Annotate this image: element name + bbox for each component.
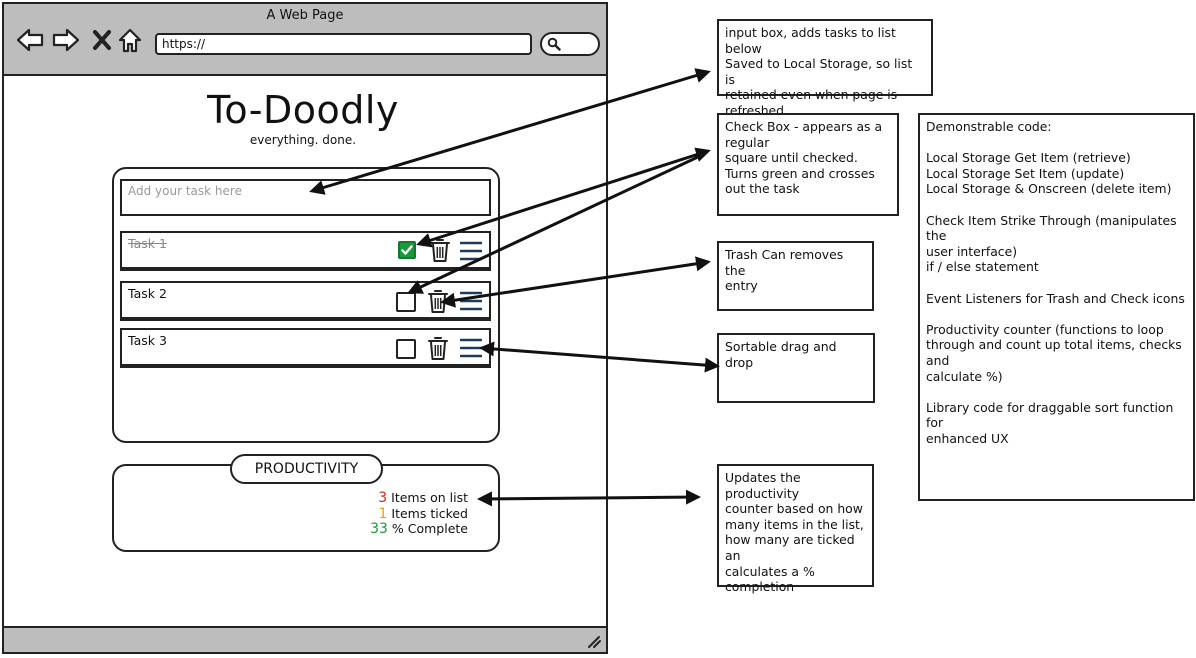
note-line: user interface) [926,243,1018,259]
task-checkbox[interactable] [396,292,416,312]
note-line: many items in the list, [725,516,864,532]
task-label: Task 3 [128,333,167,348]
note-counter: Updates the productivity counter based o… [717,464,874,594]
note-line: counter based on how [725,501,863,517]
items-on-list-label: Items on list [391,490,468,505]
note-spacer [926,306,1187,322]
note-checkbox: Check Box - appears as a regular square … [717,113,899,216]
note-line: Demonstrable code: [926,119,1052,134]
note-line: Library code for draggable sort function… [926,399,1174,431]
note-line: Event Listeners for Trash and Check icon… [926,290,1185,306]
note-line: input box, adds tasks to list below [725,25,896,56]
note-line: completion [725,579,795,595]
note-spacer [926,384,1187,400]
trash-can-icon[interactable] [427,288,449,314]
note-line: calculate %) [926,368,1003,384]
stat-percent-complete: 33% Complete [370,521,468,537]
task-row[interactable]: Task 1 [120,231,491,271]
task-checkbox[interactable] [398,241,416,259]
task-label: Task 1 [128,236,167,251]
drag-handle-icon[interactable] [460,290,482,312]
productivity-heading: PRODUCTIVITY [230,454,383,484]
note-line: how many are ticked an [725,532,855,563]
page-tagline: everything. done. [249,133,357,147]
note-line: Sortable drag and drop [725,339,837,370]
note-line: regular [725,134,770,150]
note-line: Local Storage Get Item (retrieve) [926,150,1131,166]
browser-toolbar: A Web Page https:// [4,4,606,76]
percent-complete-label: % Complete [391,521,468,536]
close-x-icon[interactable] [88,26,116,54]
trash-can-icon[interactable] [427,335,449,361]
note-spacer [926,275,1187,291]
note-line: Updates the productivity [725,470,801,501]
home-icon[interactable] [116,26,144,54]
browser-search-box[interactable] [540,32,600,56]
note-sortable: Sortable drag and drop [717,333,875,403]
task-input[interactable] [120,179,491,216]
note-trash-can: Trash Can removes the entry [717,241,874,311]
note-line: Local Storage & Onscreen (delete item) [926,181,1172,197]
note-line: Local Storage Set Item (update) [926,165,1125,181]
percent-complete-value: 33 [370,521,388,537]
note-line: retained even when page is [725,87,898,103]
window-title: A Web Page [266,8,344,23]
page-title: To-Doodly [207,88,399,132]
note-demonstrable-code: Demonstrable code: Local Storage Get Ite… [918,113,1195,501]
note-line: Trash Can removes the [725,247,844,278]
note-line: if / else statement [926,259,1039,275]
note-line: calculates a % [725,563,815,579]
search-icon [547,37,561,51]
drag-handle-icon[interactable] [460,240,482,262]
task-label: Task 2 [128,286,167,301]
note-line: out the task [725,181,800,197]
forward-arrow-icon[interactable] [52,26,80,54]
task-row[interactable]: Task 2 [120,281,491,321]
back-arrow-icon[interactable] [16,26,44,54]
resize-grip-icon[interactable] [586,635,602,649]
address-bar[interactable]: https:// [155,33,532,55]
note-line: Productivity counter (functions to loop [926,321,1164,337]
note-line: Check Box - appears as a [725,119,883,134]
items-ticked-count: 1 [378,506,388,522]
note-input-box: input box, adds tasks to list below Save… [717,19,933,118]
drag-handle-icon[interactable] [460,337,482,359]
note-line: entry [725,278,758,294]
task-row[interactable]: Task 3 [120,328,491,368]
task-checkbox[interactable] [396,339,416,359]
note-line: Check Item Strike Through (manipulates t… [926,212,1177,244]
browser-status-bar [4,626,606,652]
items-ticked-label: Items ticked [391,506,468,521]
note-line: Saved to Local Storage, so list is [725,56,913,87]
note-line: enhanced UX [926,430,1009,446]
note-spacer [926,135,1187,151]
check-mark-icon [401,245,413,255]
note-line: square until checked. [725,150,858,166]
items-on-list-count: 3 [378,490,388,506]
trash-can-icon[interactable] [429,237,451,263]
note-spacer [926,197,1187,213]
note-line: through and count up total items, checks… [926,337,1182,368]
note-line: Turns green and crosses [725,165,875,181]
